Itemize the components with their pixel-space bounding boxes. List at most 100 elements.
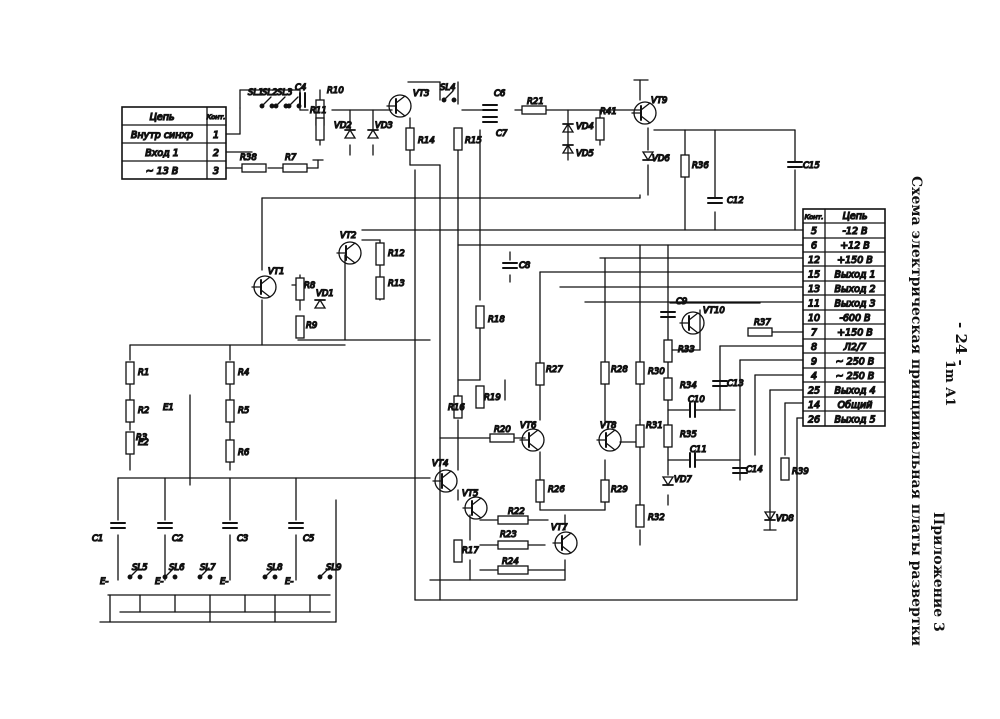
component-label: R6 (238, 448, 250, 458)
component-label: VD8 (776, 514, 794, 524)
wires (99, 79, 804, 623)
component-label: C11 (690, 445, 707, 455)
component-label: C9 (676, 297, 687, 307)
component-label: VT9 (651, 96, 667, 106)
resistor-symbol (295, 315, 305, 339)
appendix-label: Приложение 3 (930, 512, 946, 632)
resistor-symbol (475, 305, 485, 329)
resistor-symbol (375, 276, 385, 300)
transistor-symbol (251, 275, 277, 299)
transistor-symbol (631, 101, 657, 125)
component-label: R14 (418, 136, 435, 146)
right-table-contact: 12 (808, 255, 820, 266)
component-label: R16 (448, 403, 465, 413)
resistor-symbol (600, 361, 610, 385)
component-label: R31 (646, 421, 663, 431)
left-table-contact: 1 (213, 130, 219, 141)
switch-symbol (317, 567, 333, 580)
resistor-symbol (489, 433, 515, 443)
capacitor-symbol (157, 522, 173, 529)
component-label: VD5 (576, 149, 594, 159)
switch-symbol (197, 567, 213, 580)
right-table-circuit: Выход 4 (834, 386, 875, 397)
diode-symbol (561, 122, 575, 133)
right-table-contact: 15 (808, 270, 820, 281)
diode-symbol (343, 128, 357, 139)
component-label: R7 (285, 153, 297, 163)
transistor-symbol (596, 428, 622, 452)
resistor-symbol (595, 117, 605, 141)
component-label: C10 (688, 395, 705, 405)
capacitor-symbol (502, 262, 518, 269)
switch-symbol (273, 96, 289, 109)
right-table-circuit: -12 В (842, 226, 867, 237)
resistor-symbol (453, 539, 463, 563)
component-label: VD1 (316, 289, 334, 299)
component-label: C6 (494, 89, 506, 99)
resistor-symbol (663, 424, 673, 448)
capacitor-symbol (732, 467, 748, 474)
right-table-circuit: +150 В (837, 255, 873, 266)
component-label: R29 (611, 485, 628, 495)
resistor-symbol (635, 361, 645, 385)
component-label: VT10 (703, 306, 725, 316)
resistor-symbol (635, 504, 645, 528)
right-table-circuit: +150 В (837, 328, 873, 339)
resistor-symbol (453, 395, 463, 419)
component-label: R20 (494, 425, 511, 435)
left-table-contact: 3 (213, 166, 219, 177)
right-table-head-contact: Конт. (805, 213, 824, 221)
component-label: C4 (295, 83, 306, 93)
component-label: E- (285, 577, 293, 587)
right-table-circuit: ~ 250 В (836, 371, 875, 382)
right-table-contact: 25 (808, 386, 820, 397)
component-label: R39 (792, 467, 809, 477)
component-label: VT3 (413, 89, 429, 99)
right-table-circuit: Общий (838, 400, 873, 411)
component-label: SL3 (277, 88, 293, 98)
component-label: R9 (306, 321, 317, 331)
right-table-circuit: ~ 250 В (836, 357, 875, 368)
component-label: E- (100, 577, 108, 587)
right-table-contact: 26 (808, 415, 820, 426)
component-label: R37 (754, 318, 771, 328)
switch-symbol (286, 96, 302, 109)
resistor-symbol (497, 515, 529, 525)
component-label: R19 (484, 393, 501, 403)
component-label: VD3 (375, 121, 393, 131)
capacitor-symbol (660, 311, 676, 318)
right-table-contact: 13 (808, 284, 820, 295)
component-label: SL9 (326, 563, 342, 573)
right-table-contact: 6 (811, 241, 817, 252)
component-label: R41 (600, 107, 617, 117)
component-label: R22 (508, 507, 525, 517)
component-label: SL7 (200, 563, 216, 573)
component-label: R38 (240, 153, 257, 163)
diode-symbol (561, 143, 575, 154)
resistor-symbol (125, 361, 135, 385)
resistor-symbol (663, 339, 673, 363)
component-label: R27 (546, 365, 563, 375)
capacitor-symbol (689, 452, 696, 468)
resistor-symbol (663, 377, 673, 401)
component-label: R34 (680, 381, 697, 391)
resistor-symbol (241, 163, 267, 173)
component-label: C3 (237, 534, 248, 544)
component-label: VT5 (462, 489, 478, 499)
resistor-symbol (635, 424, 645, 448)
left-table-head-circuit: Цепь (149, 112, 174, 123)
resistor-symbol (535, 362, 545, 386)
transistor-symbol (432, 469, 458, 493)
component-label: E1 (163, 403, 174, 413)
component-label: VT2 (340, 231, 356, 241)
resistor-symbol (780, 457, 790, 481)
right-table-contact: 10 (808, 313, 820, 324)
component-label: R30 (648, 367, 665, 377)
component-label: R2 (138, 406, 149, 416)
component-label: R4 (238, 368, 249, 378)
resistor-symbol (475, 385, 485, 409)
component-label: C1 (92, 534, 103, 544)
right-table-contact: 5 (811, 226, 817, 237)
diode-symbol (366, 128, 380, 139)
